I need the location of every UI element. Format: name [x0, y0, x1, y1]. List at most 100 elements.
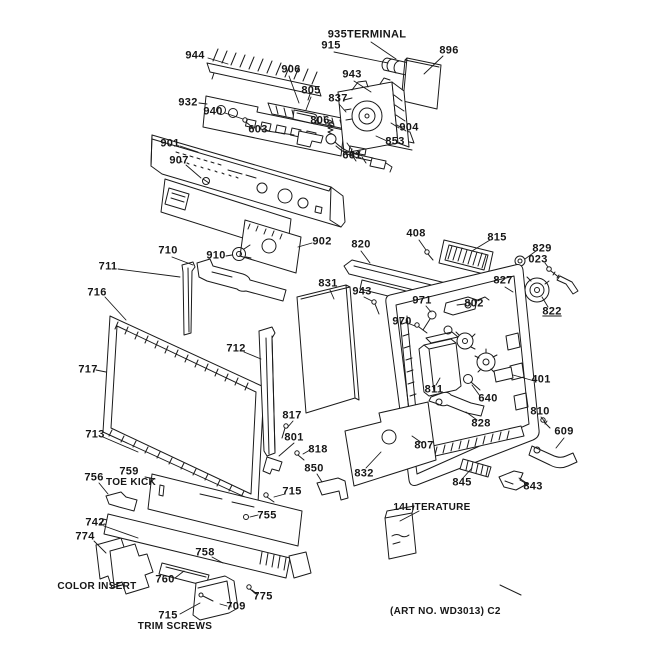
callout-843: 843 — [523, 480, 543, 493]
callout-853: 853 — [385, 135, 405, 148]
part-023-screw — [546, 266, 579, 295]
callout-828: 828 — [471, 417, 491, 430]
part-822-wheel — [524, 276, 550, 303]
part-970-screw — [414, 322, 428, 334]
part-843-hinge-bracket — [498, 470, 528, 491]
part-901-control-panel — [150, 134, 346, 228]
callout-715: 715 — [282, 485, 302, 498]
callout-832: 832 — [354, 467, 374, 480]
callout-805: 805 — [301, 84, 321, 97]
callout-758: 758 — [195, 546, 215, 559]
callout-902: 902 — [312, 235, 332, 248]
callout-801: 801 — [284, 431, 304, 444]
art-number-note: (ART NO. WD3013) C2 — [390, 606, 501, 617]
callout-943: 943 — [342, 68, 362, 81]
callout-904: 904 — [399, 121, 419, 134]
callout-837: 837 — [328, 92, 348, 105]
callout-810: 810 — [530, 405, 550, 418]
callout-774: 774 — [75, 530, 95, 543]
callout-640: 640 — [478, 392, 498, 405]
part-709-bracket — [192, 575, 239, 621]
part-904-timer — [337, 77, 410, 154]
part-711-side-channel — [181, 261, 196, 336]
callout-944: 944 — [185, 49, 205, 62]
callout-815: 815 — [487, 231, 507, 244]
part-801-clip — [262, 456, 283, 475]
part-832-access-panel — [344, 401, 437, 487]
callout-742: 742 — [85, 516, 105, 529]
callout-935terminal: 935TERMINAL — [327, 28, 407, 41]
callout-trim-screws: TRIM SCREWS — [137, 621, 213, 632]
callout-896: 896 — [439, 44, 459, 57]
callout-760: 760 — [155, 573, 175, 586]
callout-827: 827 — [493, 274, 513, 287]
part-805-bracket — [292, 109, 318, 125]
part-907-screw — [202, 177, 210, 185]
callout-661: 661 — [342, 149, 362, 162]
callout-603: 603 — [248, 123, 268, 136]
callout-toe-kick: TOE KICK — [106, 477, 156, 488]
callout-716: 716 — [87, 286, 107, 299]
callout-940: 940 — [203, 105, 223, 118]
part-literature-packet — [384, 505, 417, 560]
part-609-hinge-arm — [528, 445, 578, 469]
callout-915: 915 — [321, 39, 341, 52]
part-806-spring — [327, 119, 334, 135]
part-828-latch-arm — [428, 391, 485, 417]
part-971-keyhole — [422, 310, 437, 331]
callout-932: 932 — [178, 96, 198, 109]
callout-901: 901 — [160, 137, 180, 150]
part-756-bracket — [105, 491, 138, 512]
part-712-side-channel-right — [258, 326, 276, 457]
callout-711: 711 — [98, 260, 118, 273]
part-758-lower-panel — [103, 513, 312, 579]
part-715-screw-a — [263, 492, 275, 503]
callout-943: 943 — [352, 285, 372, 298]
callout-817: 817 — [282, 409, 302, 422]
callout-408: 408 — [406, 227, 426, 240]
callout-906: 906 — [281, 63, 301, 76]
part-775-screw — [246, 584, 257, 595]
callout-712: 712 — [226, 342, 246, 355]
part-640-link — [463, 374, 481, 391]
callout-14literature: 14LITERATURE — [393, 502, 471, 513]
callout-970: 970 — [392, 315, 412, 328]
part-802-latch — [443, 296, 490, 316]
callout-756: 756 — [84, 471, 104, 484]
callout-709: 709 — [226, 600, 246, 613]
callout-759: 759 — [119, 465, 139, 478]
part-811-dispenser — [418, 331, 462, 397]
callout-023: 023 — [528, 253, 548, 266]
callout-710: 710 — [158, 244, 178, 257]
callout-401: 401 — [531, 373, 551, 386]
part-759-toe-kick — [147, 473, 303, 547]
part-815-vent-grille — [438, 239, 494, 276]
callout-color-insert: COLOR INSERT — [57, 581, 137, 592]
callout-831: 831 — [318, 277, 338, 290]
part-902-front-insert — [160, 178, 302, 274]
callout-755: 755 — [257, 509, 277, 522]
part-401-plate — [493, 366, 514, 383]
callout-845: 845 — [452, 476, 472, 489]
part-661-wire-harness — [325, 133, 393, 173]
part-774-color-insert — [95, 537, 154, 595]
callout-802: 802 — [464, 297, 484, 310]
callout-820: 820 — [351, 238, 371, 251]
part-818-screw — [294, 450, 305, 461]
part-603-clip — [296, 130, 324, 148]
callout-717: 717 — [78, 363, 98, 376]
part-850-bracket — [316, 477, 349, 501]
callout-806: 806 — [310, 114, 330, 127]
leader-lines — [93, 41, 565, 615]
callout-713: 713 — [85, 428, 105, 441]
part-831-insulation — [296, 284, 360, 414]
part-944-terminal-strip — [206, 48, 322, 101]
part-940-screw — [242, 117, 253, 128]
callout-807: 807 — [414, 439, 434, 452]
callout-822: 822 — [542, 305, 562, 318]
part-408-screw — [424, 249, 434, 261]
part-710-bracket — [196, 258, 287, 302]
callout-715: 715 — [158, 609, 178, 622]
